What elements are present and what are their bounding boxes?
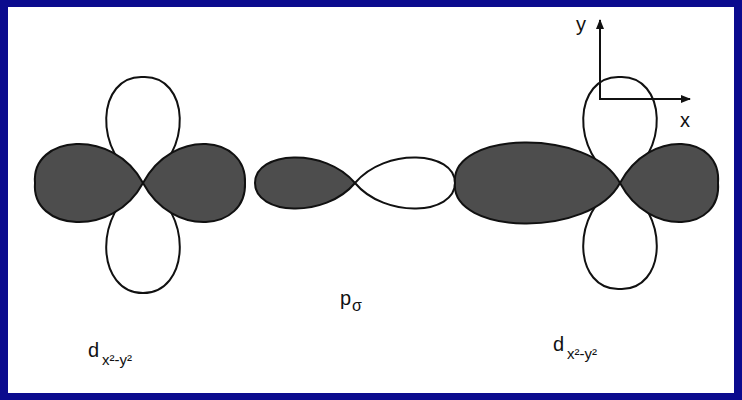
axis-label: x [680, 110, 690, 130]
orbital-subscript: x²-y² [567, 346, 597, 361]
orbital-subscript: x²-y² [102, 352, 132, 367]
d-orbital [35, 77, 245, 293]
axis-label: y [576, 14, 586, 34]
axes [599, 20, 690, 99]
orbital-letter: d [553, 334, 564, 354]
orbital-subscript: σ [352, 298, 362, 314]
orbital-letter: d [88, 340, 99, 360]
orbital-letter: p [340, 288, 351, 308]
d-orbital [455, 77, 718, 289]
p-orbital [255, 157, 455, 208]
